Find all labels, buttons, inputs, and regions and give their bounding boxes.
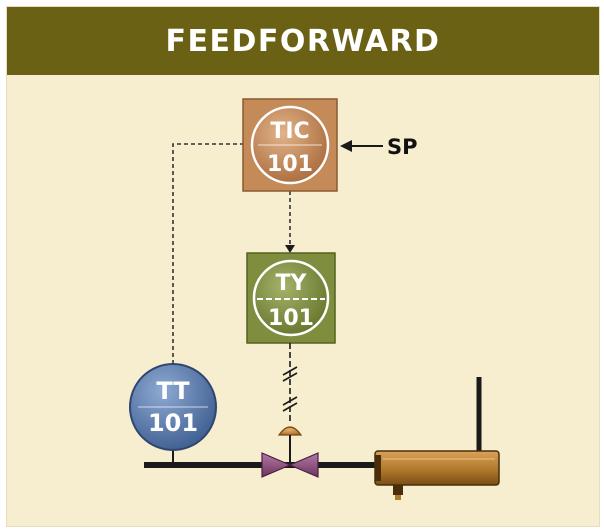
diagram-canvas: FEEDFORWARD <box>6 6 600 527</box>
tic-101-controller: TIC 101 <box>242 98 338 192</box>
title-banner: FEEDFORWARD <box>7 7 599 75</box>
ty-101-relay: TY 101 <box>246 252 336 344</box>
pneumatic-signal-hatch <box>282 366 298 412</box>
heater-vessel <box>374 377 500 500</box>
control-diagram: SP TIC 101 TY 101 <box>129 98 500 500</box>
control-valve <box>261 426 319 478</box>
setpoint-arrowhead <box>340 140 352 152</box>
ty-letters: TY <box>276 271 308 296</box>
tic-letters: TIC <box>270 119 309 144</box>
diagram-title: FEEDFORWARD <box>165 23 441 59</box>
tic-number: 101 <box>267 152 313 177</box>
signal-arrowhead-ty <box>285 245 295 253</box>
signal-line-tt-to-tic <box>172 143 243 364</box>
tt-number: 101 <box>148 409 198 437</box>
setpoint-label: SP <box>387 135 418 159</box>
ty-number: 101 <box>268 306 314 331</box>
tt-101-transmitter: TT 101 <box>129 363 217 451</box>
tt-letters: TT <box>156 377 190 405</box>
